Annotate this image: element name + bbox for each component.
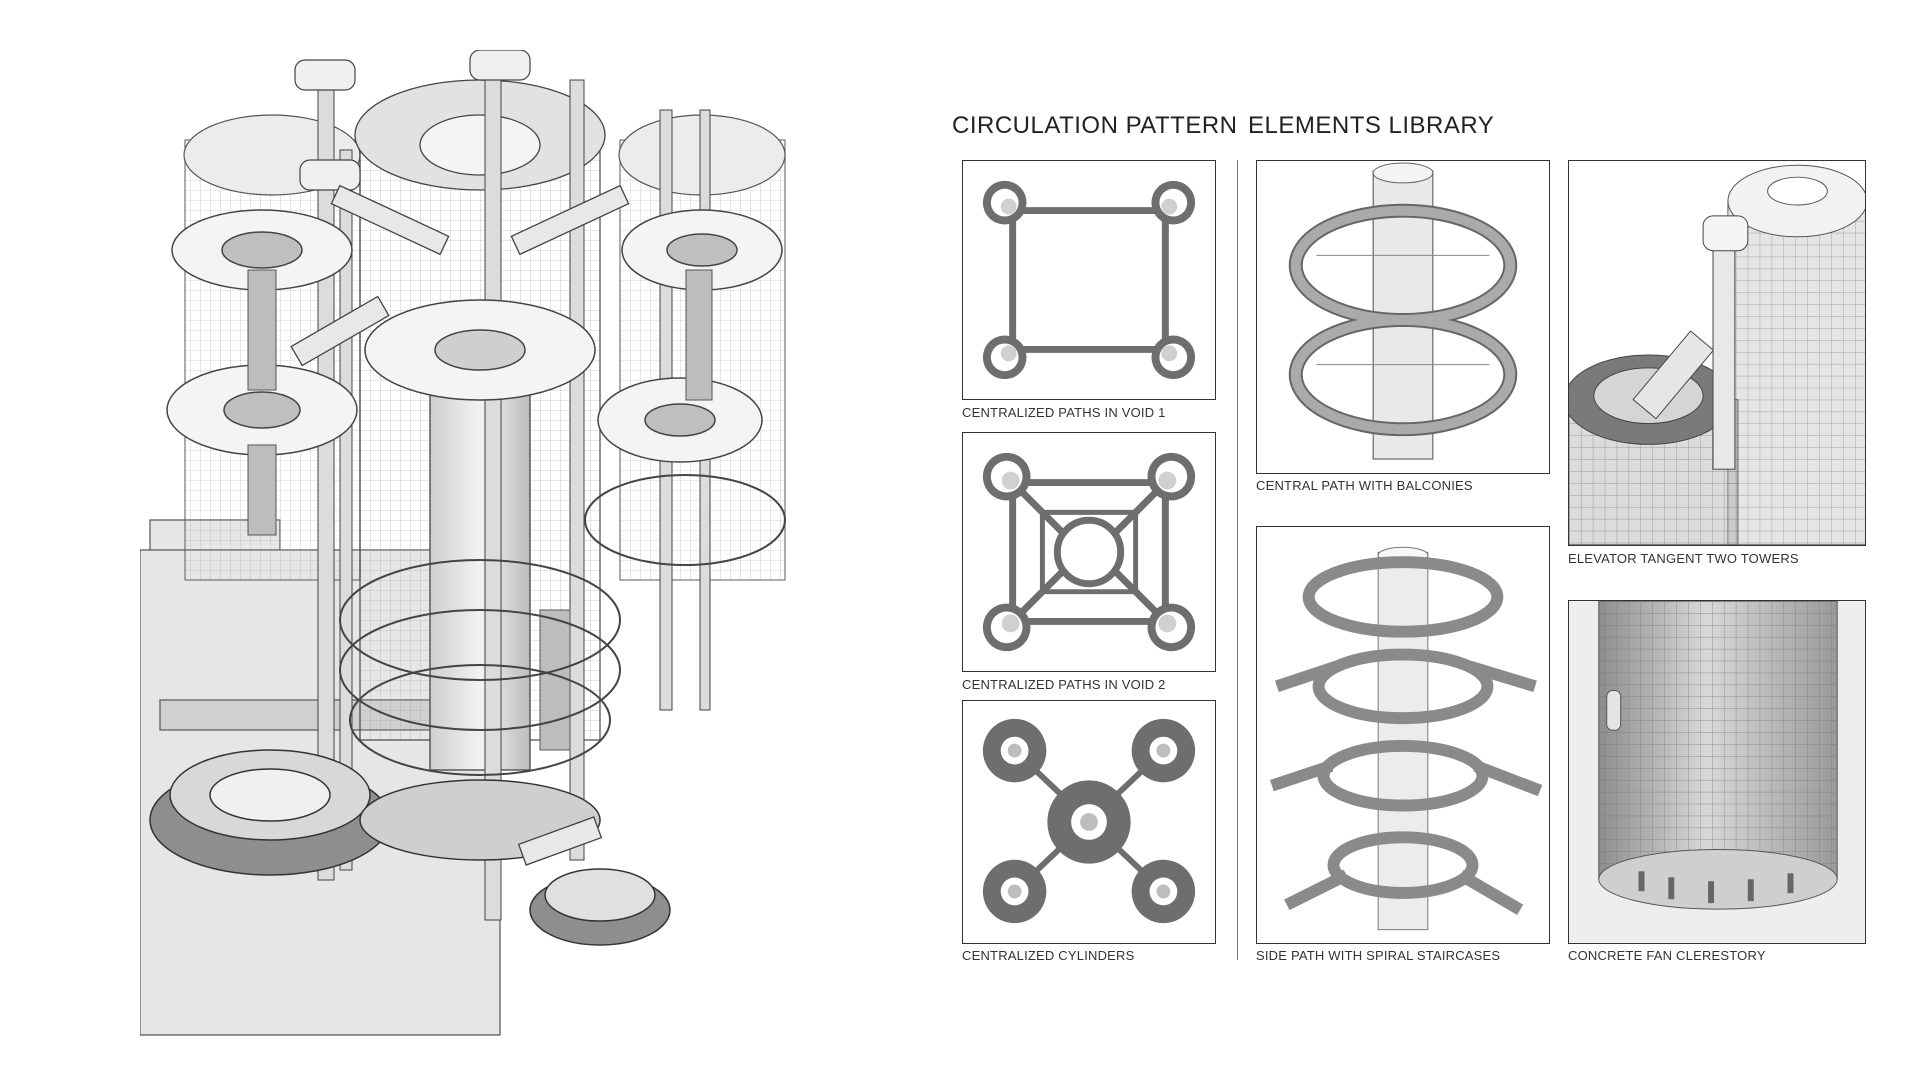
element-panel-concrete-fan xyxy=(1568,600,1866,944)
element-panel-spiral-staircase xyxy=(1256,526,1550,944)
section-divider xyxy=(1237,160,1238,960)
circulation-caption-2: CENTRALIZED PATHS IN VOID 2 xyxy=(962,677,1166,692)
element-caption-concrete-fan: CONCRETE FAN CLERESTORY xyxy=(1568,948,1766,963)
main-axonometric-drawing xyxy=(139,49,820,1040)
circulation-caption-3: CENTRALIZED CYLINDERS xyxy=(962,948,1135,963)
heading-elements-library: ELEMENTS LIBRARY xyxy=(1248,112,1495,139)
floor-rings xyxy=(166,209,783,463)
circulation-caption-1: CENTRALIZED PATHS IN VOID 1 xyxy=(962,405,1166,420)
element-caption-central-path: CENTRAL PATH WITH BALCONIES xyxy=(1256,478,1473,493)
element-panel-central-path xyxy=(1256,160,1550,474)
elevator-caps xyxy=(294,49,531,191)
element-caption-spiral-staircase: SIDE PATH WITH SPIRAL STAIRCASES xyxy=(1256,948,1501,963)
element-caption-elevator-tangent: ELEVATOR TANGENT TWO TOWERS xyxy=(1568,551,1799,566)
element-panel-elevator-tangent xyxy=(1568,160,1866,546)
circulation-panel-2 xyxy=(962,432,1216,672)
heading-circulation-pattern: CIRCULATION PATTERN xyxy=(952,112,1238,139)
circulation-panel-3 xyxy=(962,700,1216,944)
lower-rings xyxy=(339,474,786,776)
circulation-panel-1 xyxy=(962,160,1216,400)
bridges xyxy=(290,184,630,866)
spiral-stairs xyxy=(247,269,713,751)
